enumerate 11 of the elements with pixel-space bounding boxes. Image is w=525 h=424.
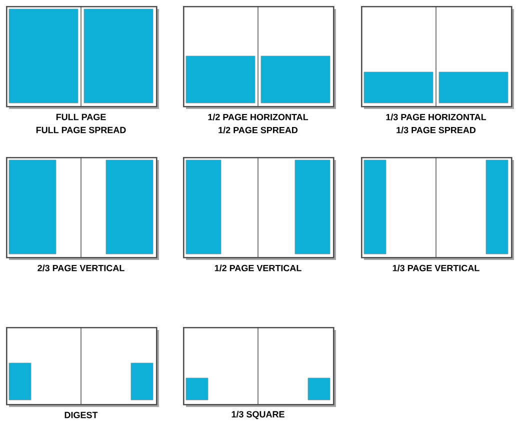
node-label: 1/3 PAGE SPREAD (396, 126, 476, 134)
node-label: 1/2 PAGE HORIZONTAL (208, 114, 308, 120)
node-label: FULL PAGE (56, 114, 106, 120)
node-label: 1/3 PAGE VERTICAL (392, 264, 480, 272)
node-label: 1/3 PAGE HORIZONTAL (386, 114, 486, 120)
node-label: DIGEST (64, 412, 98, 418)
node-label: 1/2 PAGE SPREAD (218, 126, 298, 134)
node-label: 1/3 SQUARE (232, 410, 284, 420)
node-label: 2/3 PAGE VERTICAL (38, 264, 124, 272)
node-label: FULL PAGE SPREAD (36, 126, 126, 134)
node-label: 1/2 PAGE VERTICAL (214, 264, 302, 272)
